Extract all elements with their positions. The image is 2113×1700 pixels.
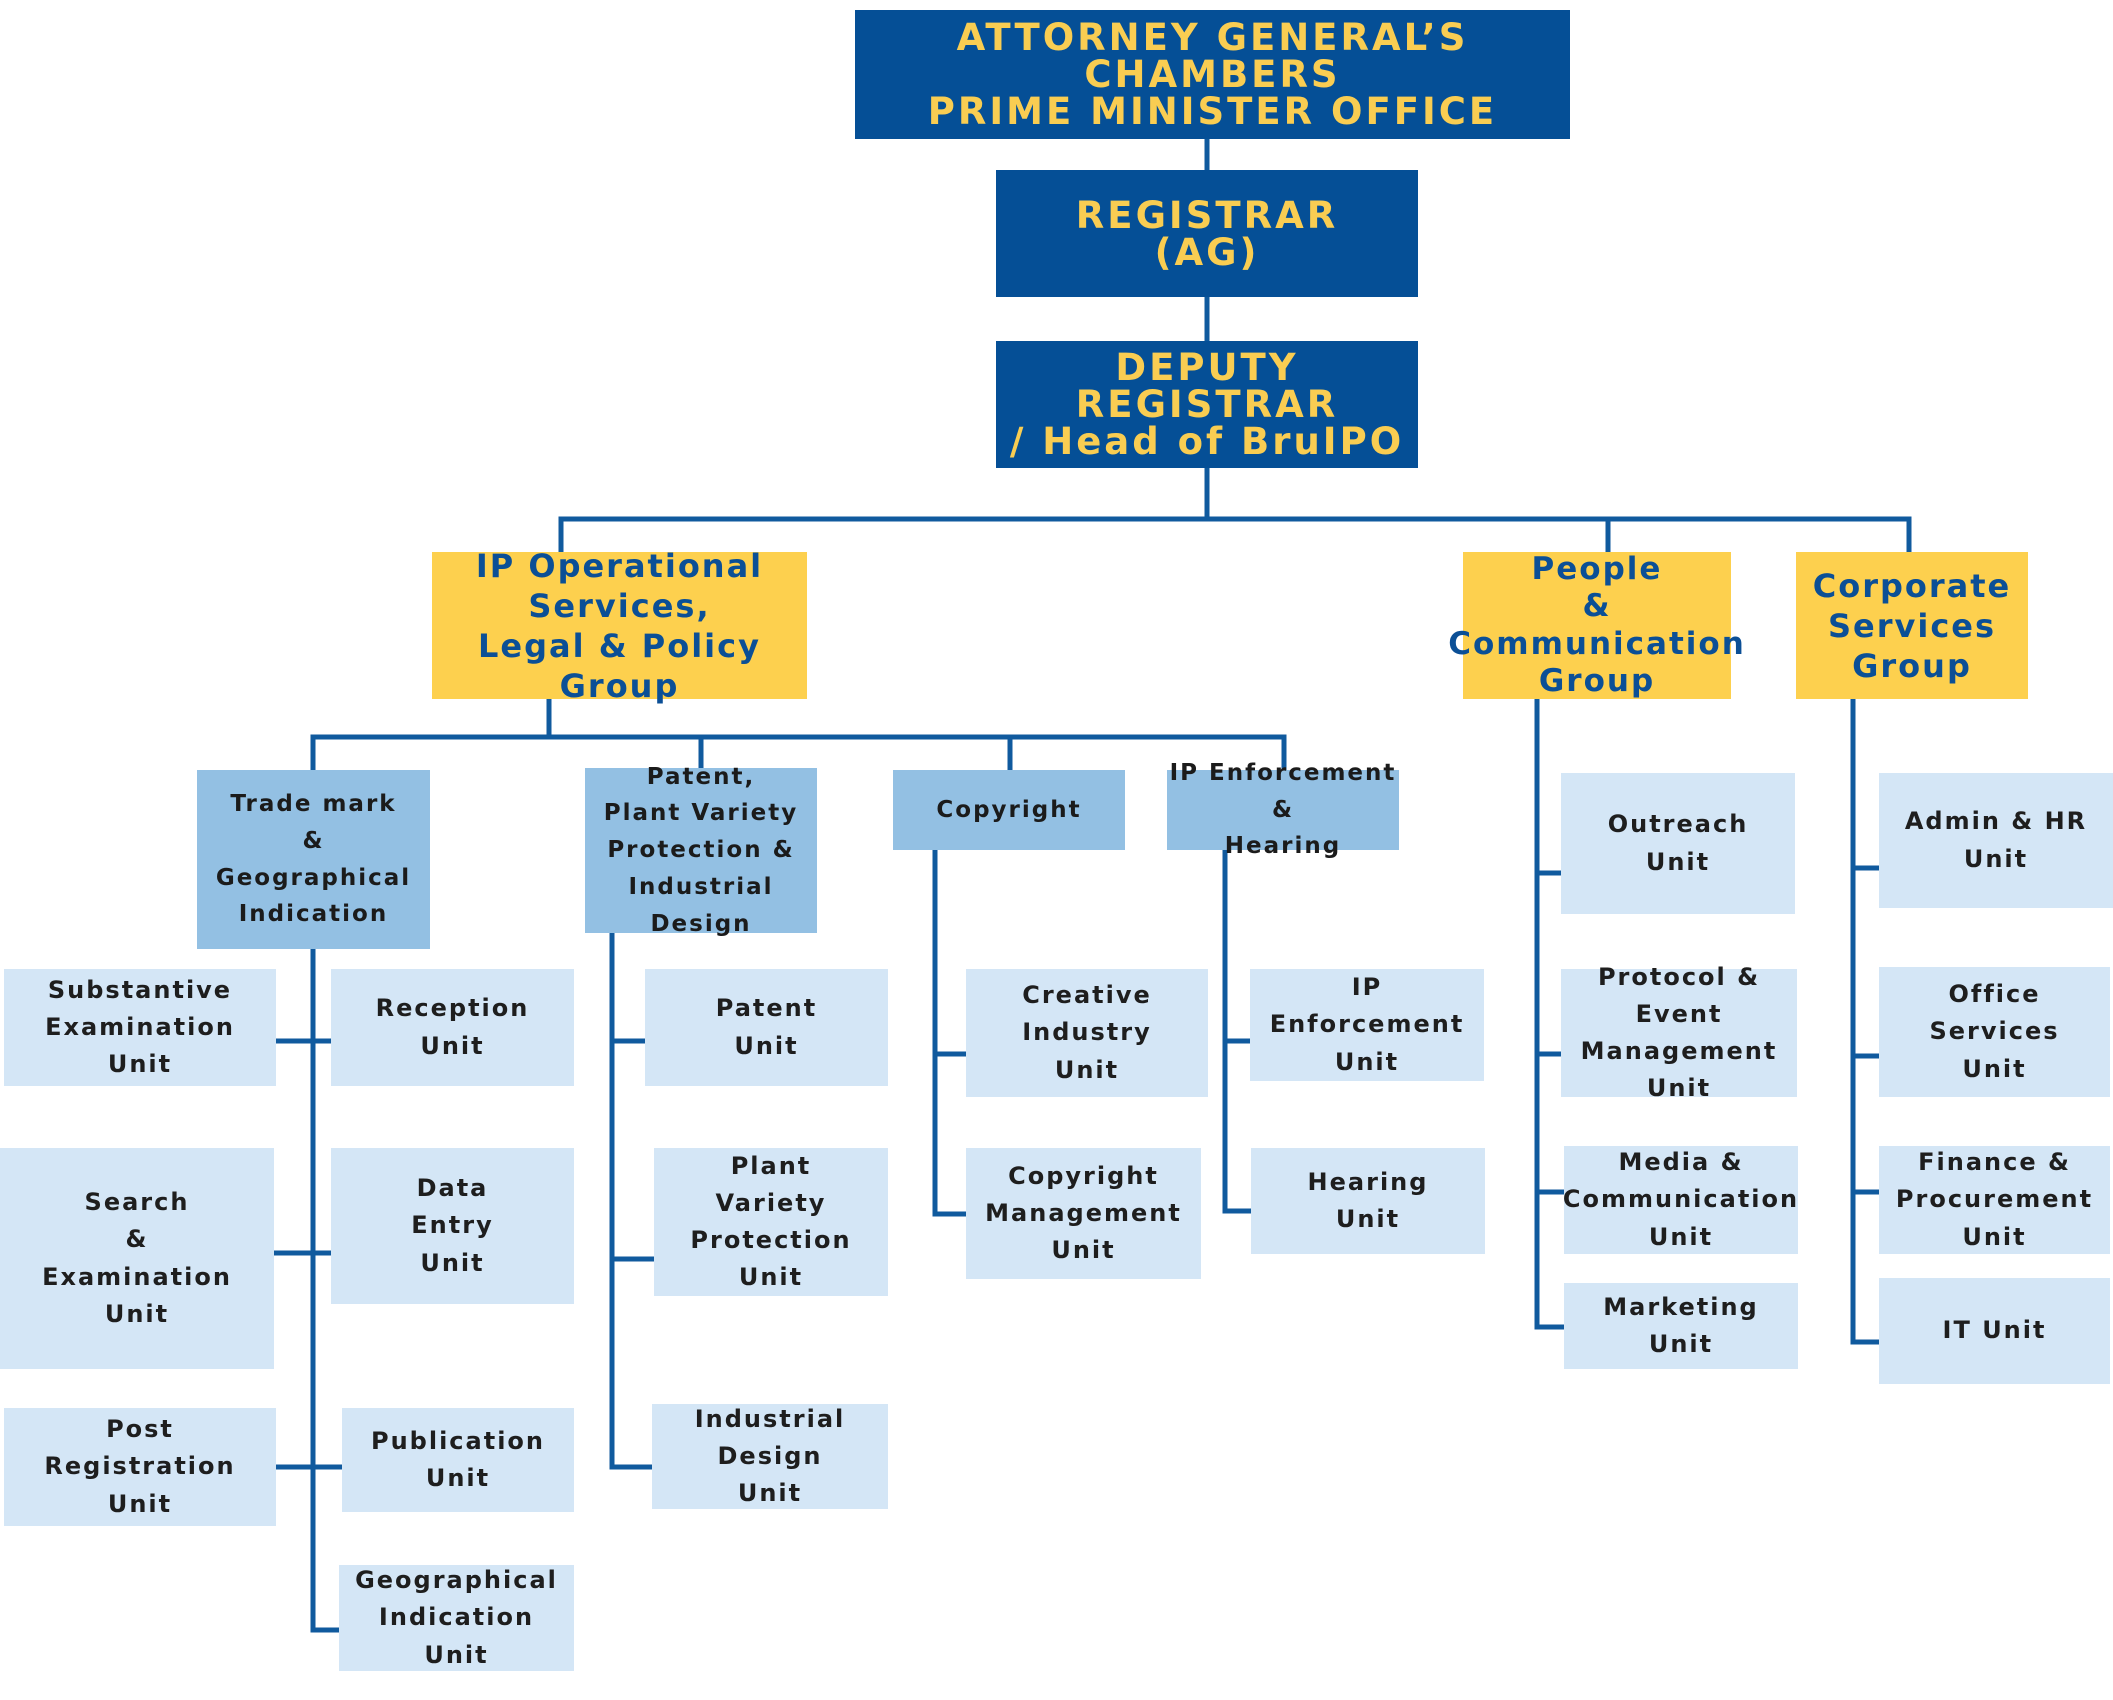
ip-operational-group-box: IP Operational Services, Legal & Policy … xyxy=(432,547,807,705)
plant-variety-protection-unit-label: Plant Variety Protection Unit xyxy=(690,1151,852,1292)
substantive-examination-unit-box: Substantive Examination Unit xyxy=(4,969,276,1086)
people-communication-group-box: People & Communication Group xyxy=(1448,551,1744,699)
people-communication-group-label: People & Communication Group xyxy=(1448,551,1746,699)
patent-unit-label: Patent Unit xyxy=(715,994,818,1060)
ip-enforcement-unit-box: IP Enforcement Unit xyxy=(1250,969,1484,1081)
outreach-unit-label: Outreach Unit xyxy=(1607,810,1749,876)
copyright-section-box: Copyright xyxy=(893,770,1125,850)
marketing-unit-label: Marketing Unit xyxy=(1603,1292,1759,1358)
marketing-unit-box: Marketing Unit xyxy=(1564,1283,1798,1369)
ip-enforcement-unit-label: IP Enforcement Unit xyxy=(1269,973,1465,1076)
trademark-gi-section-label: Trade mark & Geographical Indication xyxy=(215,790,412,928)
ip-enforcement-hearing-section-label: IP Enforcement & Hearing xyxy=(1169,759,1397,860)
ip-operational-group-label: IP Operational Services, Legal & Policy … xyxy=(475,546,764,705)
creative-industry-unit-box: Creative Industry Unit xyxy=(966,969,1208,1097)
substantive-examination-unit-label: Substantive Examination Unit xyxy=(45,975,235,1079)
post-registration-unit-box: Post Registration Unit xyxy=(4,1408,276,1526)
media-communication-unit-label: Media & Communication Unit xyxy=(1562,1148,1800,1251)
patent-pvp-id-section-label: Patent, Plant Variety Protection & Indus… xyxy=(603,763,799,937)
geographical-indication-unit-box: Geographical Indication Unit xyxy=(339,1565,574,1671)
registrar-label: REGISTRAR (AG) xyxy=(1075,193,1339,274)
reception-unit-label: Reception Unit xyxy=(375,994,530,1060)
patent-unit-box: Patent Unit xyxy=(645,969,888,1086)
plant-variety-protection-unit-box: Plant Variety Protection Unit xyxy=(654,1148,888,1296)
corporate-services-group-box: Corporate Services Group xyxy=(1796,552,2028,699)
search-examination-unit-label: Search & Examination Unit xyxy=(42,1188,232,1328)
post-registration-unit-label: Post Registration Unit xyxy=(44,1415,236,1518)
it-unit-label: IT Unit xyxy=(1942,1316,2047,1345)
copyright-management-unit-box: Copyright Management Unit xyxy=(966,1148,1201,1279)
office-services-unit-box: Office Services Unit xyxy=(1879,967,2110,1097)
geographical-indication-unit-label: Geographical Indication Unit xyxy=(355,1566,558,1669)
publication-unit-box: Publication Unit xyxy=(342,1408,574,1512)
patent-pvp-id-section-box: Patent, Plant Variety Protection & Indus… xyxy=(585,764,817,937)
copyright-section-label: Copyright xyxy=(936,796,1082,823)
finance-procurement-unit-label: Finance & Procurement Unit xyxy=(1895,1148,2094,1251)
agc-label: ATTORNEY GENERAL’S CHAMBERS PRIME MINIST… xyxy=(927,16,1498,133)
industrial-design-unit-label: Industrial Design Unit xyxy=(694,1404,846,1508)
copyright-management-unit-label: Copyright Management Unit xyxy=(985,1161,1182,1265)
admin-hr-unit-box: Admin & HR Unit xyxy=(1879,773,2113,908)
data-entry-unit-label: Data Entry Unit xyxy=(411,1174,494,1277)
ip-enforcement-hearing-section-box: IP Enforcement & Hearing xyxy=(1167,760,1399,859)
creative-industry-unit-label: Creative Industry Unit xyxy=(1022,981,1152,1084)
registrar-box: REGISTRAR (AG) xyxy=(996,170,1418,297)
industrial-design-unit-box: Industrial Design Unit xyxy=(652,1404,888,1509)
outreach-unit-box: Outreach Unit xyxy=(1561,773,1795,914)
protocol-event-management-unit-label: Protocol & Event Management Unit xyxy=(1580,962,1778,1103)
media-communication-unit-box: Media & Communication Unit xyxy=(1562,1146,1800,1254)
hearing-unit-box: Hearing Unit xyxy=(1251,1148,1485,1254)
it-unit-box: IT Unit xyxy=(1879,1278,2110,1384)
data-entry-unit-box: Data Entry Unit xyxy=(331,1148,574,1304)
reception-unit-box: Reception Unit xyxy=(331,969,574,1086)
office-services-unit-label: Office Services Unit xyxy=(1929,980,2060,1083)
deputy-registrar-label: DEPUTY REGISTRAR / Head of BruIPO xyxy=(1009,346,1405,463)
search-examination-unit-box: Search & Examination Unit xyxy=(0,1148,274,1369)
protocol-event-management-unit-box: Protocol & Event Management Unit xyxy=(1561,963,1797,1102)
agc-box: ATTORNEY GENERAL’S CHAMBERS PRIME MINIST… xyxy=(855,10,1570,139)
finance-procurement-unit-box: Finance & Procurement Unit xyxy=(1879,1146,2110,1254)
corporate-services-group-label: Corporate Services Group xyxy=(1812,566,2012,685)
hearing-unit-label: Hearing Unit xyxy=(1307,1167,1429,1233)
admin-hr-unit-label: Admin & HR Unit xyxy=(1904,807,2088,873)
deputy-registrar-box: DEPUTY REGISTRAR / Head of BruIPO xyxy=(996,341,1418,468)
publication-unit-label: Publication Unit xyxy=(370,1426,545,1492)
trademark-gi-section-box: Trade mark & Geographical Indication xyxy=(197,770,430,949)
